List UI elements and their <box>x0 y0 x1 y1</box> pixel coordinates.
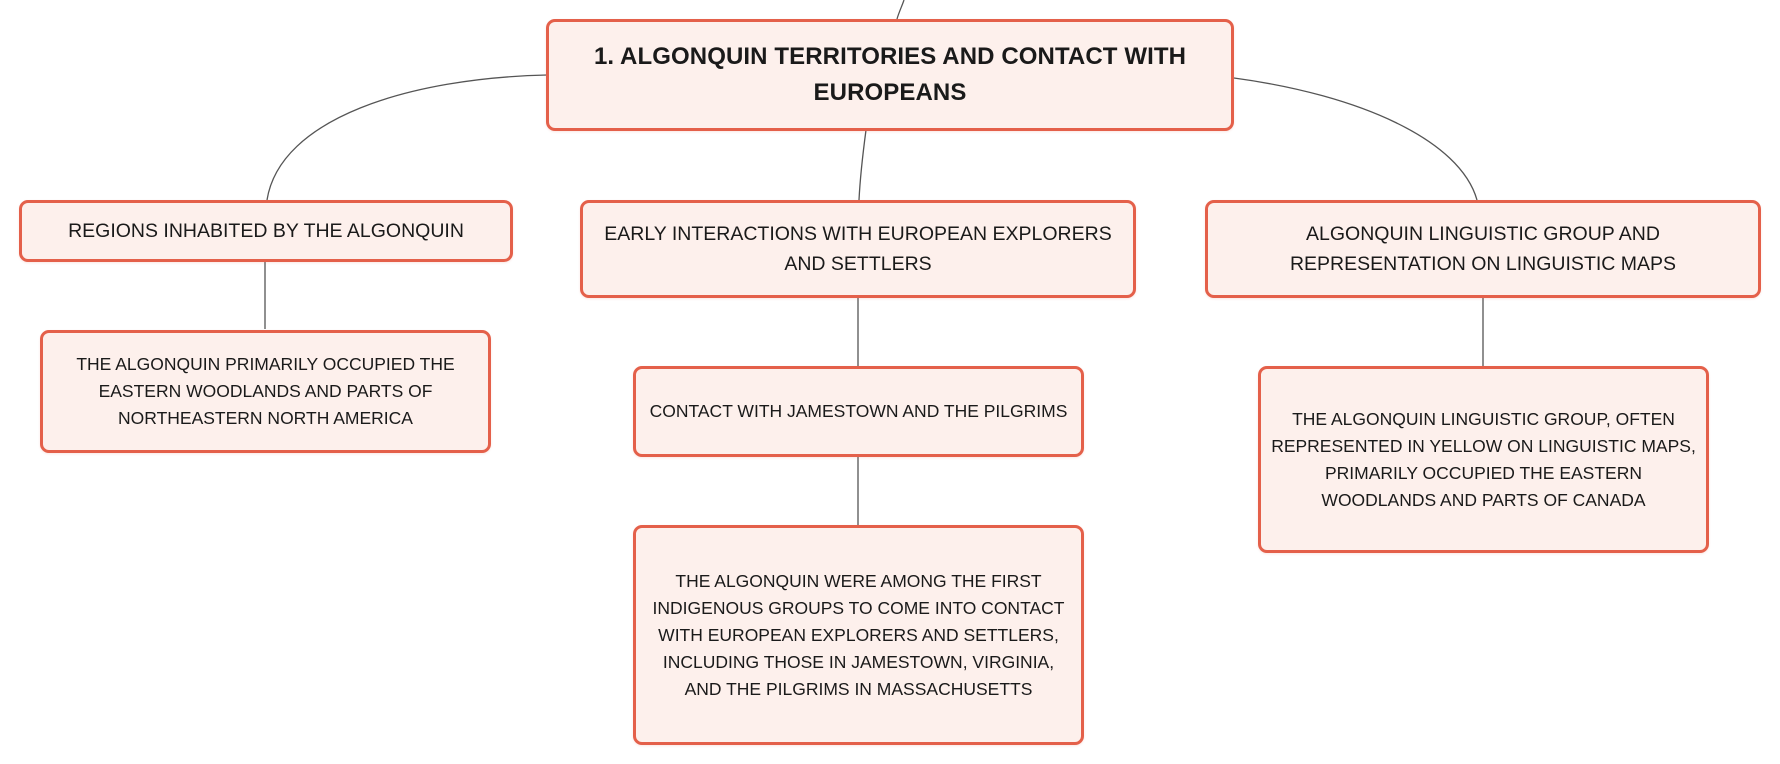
connector-root-to-branch-linguistic <box>1233 77 1478 201</box>
connector-root-to-branch-interactions <box>858 129 867 201</box>
leaf-node-linguistic-detail[interactable]: THE ALGONQUIN LINGUISTIC GROUP, OFTEN RE… <box>1258 366 1709 553</box>
leaf-label-linguistic-detail: THE ALGONQUIN LINGUISTIC GROUP, OFTEN RE… <box>1271 408 1696 510</box>
leaf-node-regions-detail[interactable]: THE ALGONQUIN PRIMARILY OCCUPIED THE EAS… <box>40 330 491 453</box>
branch-label-regions: REGIONS INHABITED BY THE ALGONQUIN <box>68 220 464 242</box>
connector-parent-to-root <box>896 0 905 20</box>
leaf-label-first-contact-detail: THE ALGONQUIN WERE AMONG THE FIRST INDIG… <box>652 570 1065 699</box>
leaf-label-regions-detail: THE ALGONQUIN PRIMARILY OCCUPIED THE EAS… <box>76 354 455 428</box>
branch-node-linguistic-group[interactable]: ALGONQUIN LINGUISTIC GROUP AND REPRESENT… <box>1205 200 1761 298</box>
leaf-node-first-contact-detail[interactable]: THE ALGONQUIN WERE AMONG THE FIRST INDIG… <box>633 525 1084 745</box>
subtopic-node-jamestown-pilgrims[interactable]: CONTACT WITH JAMESTOWN AND THE PILGRIMS <box>633 366 1084 457</box>
branch-label-linguistic-group: ALGONQUIN LINGUISTIC GROUP AND REPRESENT… <box>1289 223 1677 275</box>
root-topic-node[interactable]: 1. ALGONQUIN TERRITORIES AND CONTACT WIT… <box>546 19 1234 131</box>
connector-root-to-branch-regions <box>266 74 548 201</box>
branch-node-regions[interactable]: REGIONS INHABITED BY THE ALGONQUIN <box>19 200 513 262</box>
branch-node-early-interactions[interactable]: EARLY INTERACTIONS WITH EUROPEAN EXPLORE… <box>580 200 1136 298</box>
subtopic-label-jamestown-pilgrims: CONTACT WITH JAMESTOWN AND THE PILGRIMS <box>649 401 1068 421</box>
root-topic-label: 1. ALGONQUIN TERRITORIES AND CONTACT WIT… <box>593 43 1187 106</box>
branch-label-early-interactions: EARLY INTERACTIONS WITH EUROPEAN EXPLORE… <box>604 223 1112 275</box>
